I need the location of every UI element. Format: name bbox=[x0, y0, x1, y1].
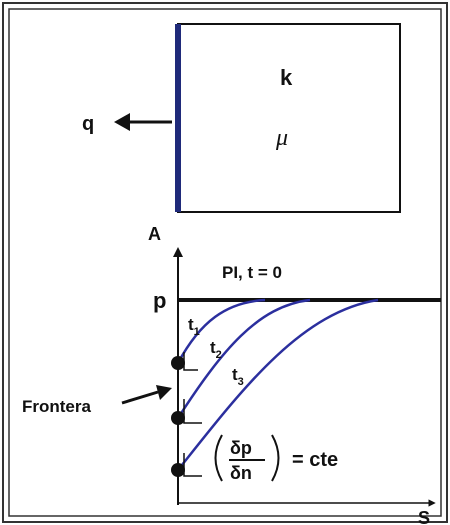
arrow-up-right-icon bbox=[121, 385, 172, 405]
time-label-t1: t1 bbox=[188, 315, 200, 338]
derivative-equals-constant: = cte bbox=[292, 449, 338, 471]
frontera-label: Frontera bbox=[22, 397, 92, 416]
initial-condition-label: PI, t = 0 bbox=[222, 263, 282, 282]
time-label-t2: t2 bbox=[210, 338, 222, 361]
boundary-point-t3 bbox=[171, 463, 185, 477]
pressure-curve-t2 bbox=[176, 298, 311, 419]
slope-marker-t2 bbox=[183, 399, 202, 424]
boundary-point-t2 bbox=[171, 411, 185, 425]
reservoir-box bbox=[177, 23, 401, 213]
left-paren bbox=[214, 434, 223, 482]
k-label: k bbox=[280, 65, 293, 90]
mu-label: μ bbox=[275, 125, 288, 151]
derivative-denominator: δn bbox=[230, 463, 252, 483]
axis-label-s: S bbox=[418, 508, 430, 525]
derivative-numerator: δp bbox=[230, 438, 252, 458]
slope-marker-t1 bbox=[183, 352, 198, 371]
flow-rate-label: q bbox=[82, 113, 94, 135]
arrow-left-icon bbox=[114, 113, 172, 131]
inner-frame bbox=[8, 8, 442, 517]
pressure-curve-t3 bbox=[177, 298, 379, 471]
time-label-t3: t3 bbox=[232, 365, 244, 388]
slope-marker-t3 bbox=[183, 453, 202, 477]
boundary-point-t1 bbox=[171, 356, 185, 370]
right-paren bbox=[271, 434, 280, 482]
axis-label-p: p bbox=[153, 288, 166, 313]
boundary-derivative-expression: δp δn = cte bbox=[214, 434, 338, 483]
axis-label-a: A bbox=[148, 224, 161, 244]
pressure-curve-t1 bbox=[176, 298, 266, 364]
